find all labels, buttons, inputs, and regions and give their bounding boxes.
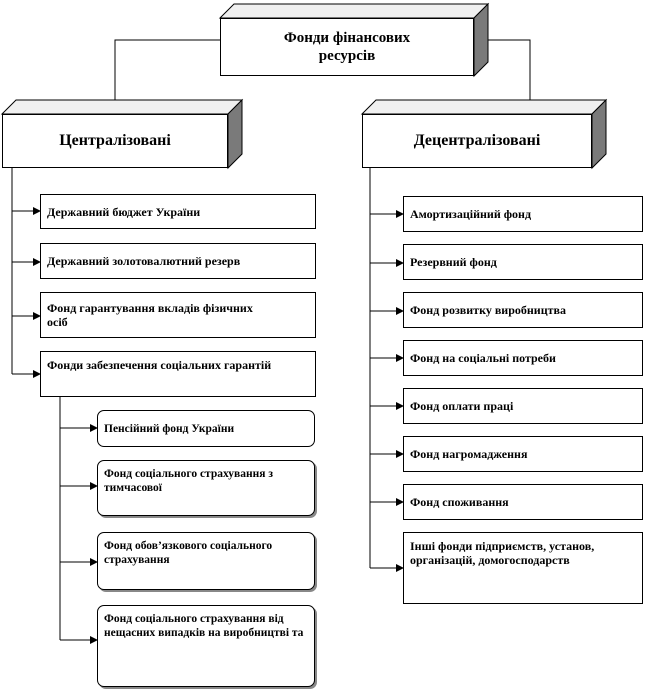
decentralized-item: Фонд оплати праці [403, 388, 643, 424]
decentralized-node-face: Децентралізовані [362, 114, 592, 168]
decentralized-item-label: Амортизаційний фонд [410, 207, 532, 221]
decentralized-item: Фонд споживання [403, 484, 643, 520]
decentralized-node-depth [360, 98, 608, 170]
social-fund-item: Фонд обов’язкового соціального страхуван… [97, 532, 315, 590]
centralized-node: Централізовані [0, 98, 244, 170]
centralized-item: Фонд гарантування вкладів фізичних осіб [40, 292, 316, 338]
root-node-face: Фонди фінансових ресурсів [220, 18, 474, 76]
centralized-item: Державний бюджет України [40, 194, 316, 229]
social-fund-label: Фонд обов’язкового соціального страхуван… [104, 540, 273, 566]
decentralized-node-label: Децентралізовані [413, 132, 541, 149]
decentralized-item: Фонд розвитку виробництва [403, 292, 643, 328]
centralized-node-label: Централізовані [59, 132, 171, 149]
social-fund-item: Пенсійний фонд України [97, 410, 315, 447]
decentralized-item-label: Фонд оплати праці [410, 399, 514, 413]
decentralized-item: Фонд на соціальні потреби [403, 340, 643, 376]
decentralized-item: Амортизаційний фонд [403, 196, 643, 232]
centralized-item-label: Фонд гарантування вкладів фізичних осіб [47, 301, 253, 329]
decentralized-item-label: Фонд на соціальні потреби [410, 351, 556, 365]
centralized-node-face: Централізовані [2, 114, 228, 168]
root-node: Фонди фінансових ресурсів [218, 2, 490, 78]
centralized-item: Державний золотовалютний резерв [40, 243, 316, 279]
decentralized-item: Інші фонди підприємств, установ, організ… [403, 532, 643, 604]
centralized-item-label: Державний золотовалютний резерв [47, 254, 241, 268]
social-fund-label: Фонд соціального страхування від нещасни… [104, 613, 304, 639]
root-node-label-line2: ресурсів [318, 48, 376, 64]
centralized-item-label: Фонди забезпечення соціальних гарантій [47, 358, 272, 372]
root-node-label-line1: Фонди фінансових [283, 30, 411, 46]
decentralized-item: Фонд нагромадження [403, 436, 643, 472]
decentralized-item-label: Інші фонди підприємств, установ, організ… [410, 539, 595, 567]
decentralized-item-label: Резервний фонд [410, 255, 497, 269]
social-fund-item: Фонд соціального страхування від нещасни… [97, 605, 315, 687]
social-fund-label: Пенсійний фонд України [104, 422, 235, 435]
centralized-item-label: Державний бюджет України [47, 204, 201, 219]
decentralized-item-label: Фонд розвитку виробництва [410, 303, 567, 317]
social-fund-item: Фонд соціального страхування з тимчасово… [97, 460, 315, 516]
decentralized-node: Децентралізовані [360, 98, 608, 170]
decentralized-item-label: Фонд споживання [410, 495, 509, 509]
decentralized-item-label: Фонд нагромадження [410, 447, 528, 461]
social-fund-label: Фонд соціального страхування з тимчасово… [104, 468, 273, 494]
decentralized-item: Резервний фонд [403, 244, 643, 280]
centralized-item: Фонди забезпечення соціальних гарантій [40, 351, 316, 397]
root-node-depth [218, 2, 490, 78]
